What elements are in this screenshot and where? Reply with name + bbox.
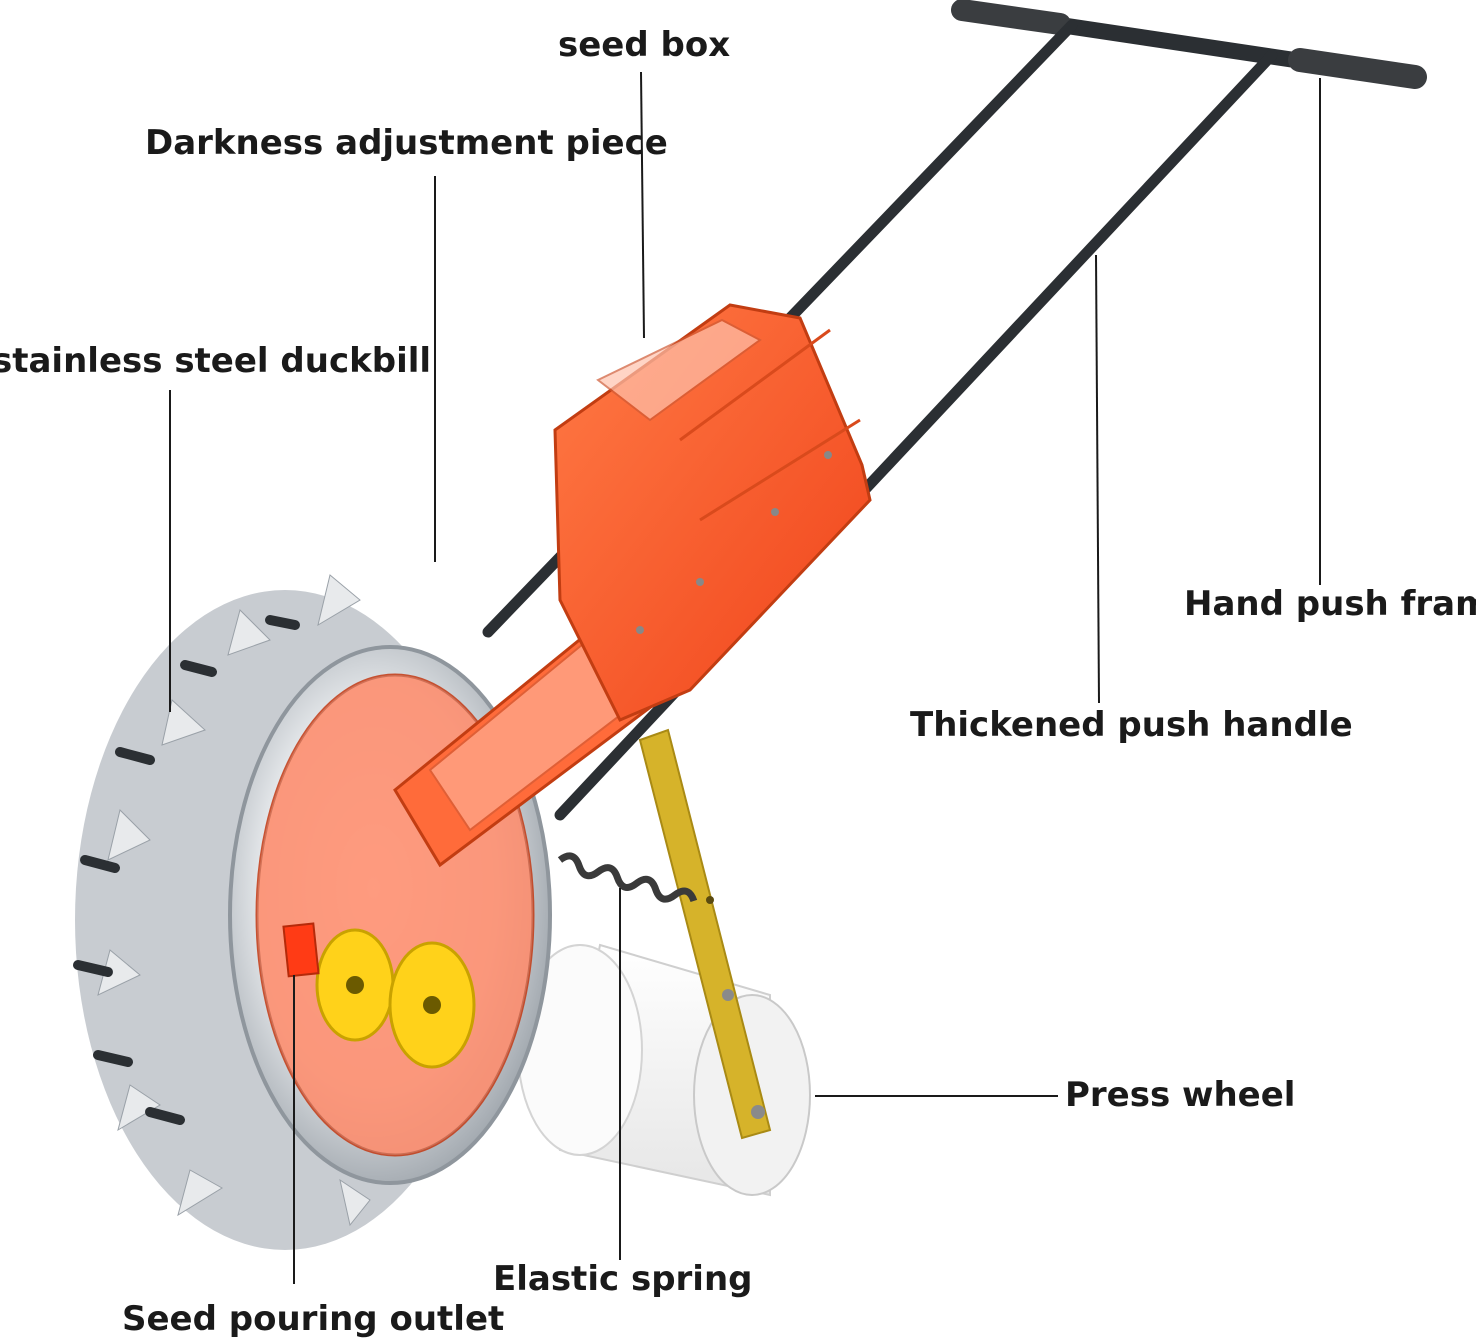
label-seed-box: seed box (558, 25, 731, 65)
seed-pouring-outlet (282, 922, 320, 978)
press-wheel (517, 943, 811, 1197)
elastic-spring (557, 852, 698, 903)
label-darkness-adjustment-piece: Darkness adjustment piece (145, 123, 668, 163)
seed-box (393, 303, 872, 868)
support-strut (638, 728, 772, 1140)
label-thickened-push-handle: Thickened push handle (910, 705, 1353, 745)
label-seed-pouring-outlet: Seed pouring outlet (122, 1299, 505, 1339)
label-press-wheel: Press wheel (1065, 1075, 1296, 1115)
yellow-gears (315, 928, 476, 1069)
label-stainless-steel-duckbill: stainless steel duckbill (0, 341, 432, 381)
leader-lines (169, 71, 1321, 1284)
label-elastic-spring: Elastic spring (493, 1259, 753, 1299)
duckbill-wheel (73, 574, 552, 1250)
label-hand-push-frame: Hand push frame (1184, 584, 1476, 624)
